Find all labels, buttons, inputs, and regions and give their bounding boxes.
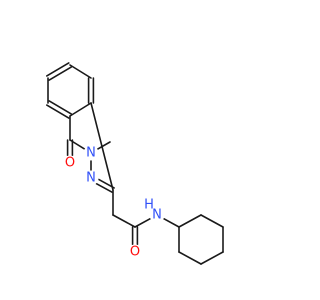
bond-c10-n3 [134, 217, 152, 228]
bond-n1-cme [96, 141, 111, 151]
atom-label-bg [83, 145, 99, 161]
bond-c3-c4-b [45, 62, 70, 77]
bond-cy5-cy6 [178, 251, 202, 265]
atom-label-bg [127, 244, 143, 260]
atom-label-o2: O [130, 245, 140, 260]
bond-cy4-cy5 [200, 251, 224, 265]
bond-c1-c2-a [48, 100, 73, 115]
bond-n2-c8-a [95, 182, 113, 193]
atom-label-bg [149, 207, 165, 223]
atom-label-bg [83, 170, 99, 186]
atom-label-bg [62, 155, 78, 171]
bond-c1-c2-b [45, 104, 70, 119]
bond-c8-c6 [90, 102, 114, 191]
atom-label-o1: O [65, 156, 75, 171]
bond-c6-c1 [69, 102, 92, 117]
atom-label-n3: N [152, 208, 162, 223]
bond-cy2-cy3 [200, 214, 224, 228]
bond-c7-n1 [69, 139, 86, 150]
bond-cy1-cy2 [178, 214, 202, 228]
bond-c9-c10 [112, 214, 136, 228]
atom-label-n1: N [86, 146, 96, 161]
bond-c3-c4-a [48, 66, 73, 81]
bond-n3-cy1 [162, 217, 180, 228]
atom-label-n2: N [86, 171, 96, 186]
bonds-layer [45, 62, 224, 265]
bond-c4-c5 [69, 64, 92, 79]
atom-label-h3: H [144, 198, 154, 213]
